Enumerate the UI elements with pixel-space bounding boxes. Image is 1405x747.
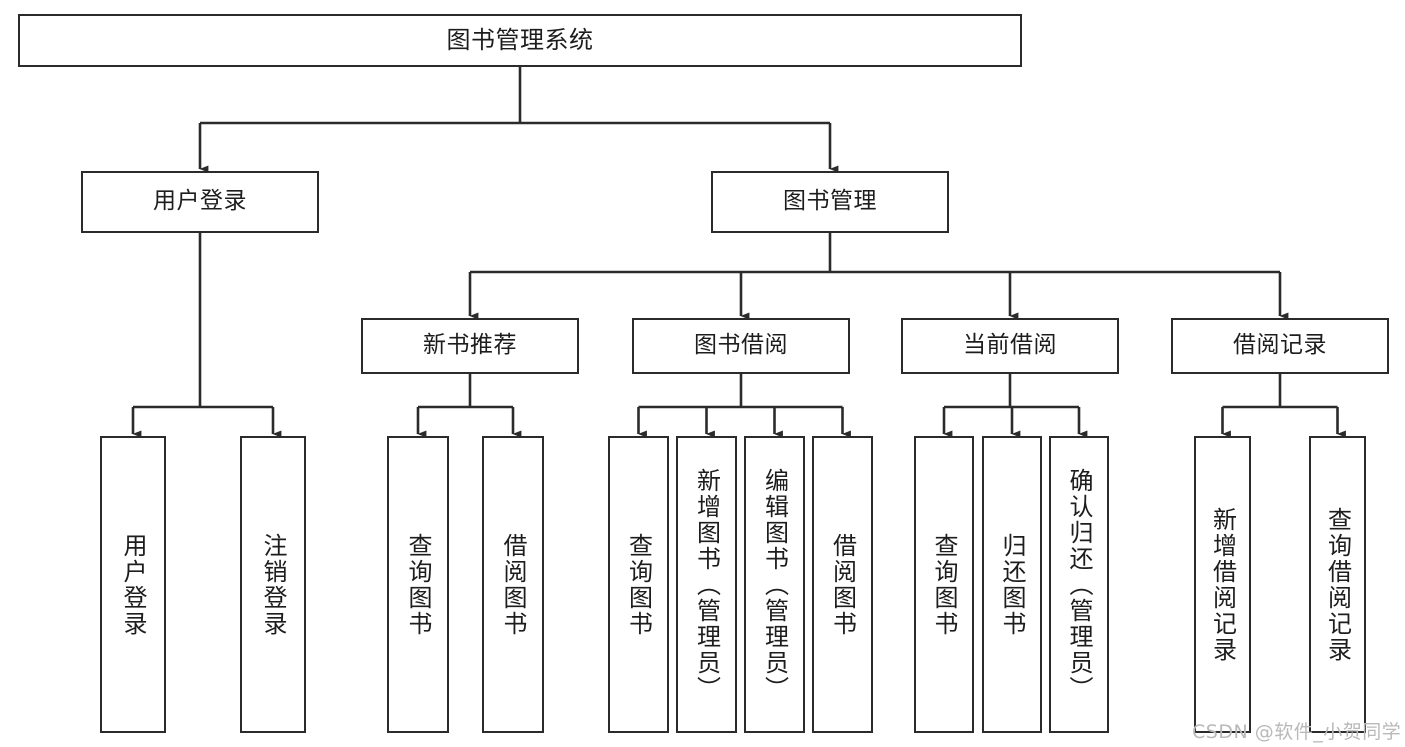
node-label: 确认归还（管理员） [1065, 467, 1093, 702]
node-book-manage[interactable]: 图书管理 [711, 171, 949, 233]
node-label: 查询图书 [404, 532, 432, 637]
node-label: 用户登录 [153, 188, 247, 215]
node-leaf-edit-book[interactable]: 编辑图书（管理员） [744, 436, 805, 733]
node-label: 注销登录 [259, 532, 287, 637]
node-label: 查询图书 [930, 532, 958, 637]
node-leaf-user-logout[interactable]: 注销登录 [240, 436, 306, 733]
node-borrow-record[interactable]: 借阅记录 [1171, 318, 1389, 374]
node-label: 当前借阅 [963, 332, 1057, 359]
node-label: 借阅图书 [828, 532, 857, 637]
node-leaf-return-book[interactable]: 归还图书 [982, 436, 1042, 733]
node-label: 编辑图书（管理员） [760, 467, 789, 702]
node-label: 图书管理系统 [446, 26, 594, 55]
node-leaf-query-book-current[interactable]: 查询图书 [914, 436, 974, 733]
node-label: 新增图书（管理员） [692, 467, 721, 702]
node-leaf-add-book[interactable]: 新增图书（管理员） [676, 436, 737, 733]
node-new-book-rec[interactable]: 新书推荐 [361, 318, 579, 374]
node-leaf-borrow-book[interactable]: 借阅图书 [812, 436, 873, 733]
node-label: 图书管理 [783, 188, 877, 215]
node-leaf-query-book-rec[interactable]: 查询图书 [387, 436, 449, 733]
node-leaf-query-record[interactable]: 查询借阅记录 [1309, 436, 1366, 733]
node-root[interactable]: 图书管理系统 [18, 14, 1022, 67]
node-label: 借阅记录 [1233, 332, 1327, 359]
node-label: 查询借阅记录 [1323, 506, 1352, 663]
node-label: 新增借阅记录 [1208, 506, 1237, 663]
node-label: 用户登录 [119, 532, 147, 637]
node-label: 新书推荐 [423, 332, 517, 359]
node-label: 借阅图书 [499, 532, 527, 637]
node-user-login[interactable]: 用户登录 [81, 171, 319, 233]
node-current-borrow[interactable]: 当前借阅 [901, 318, 1119, 374]
csdn-watermark: CSDN @软件_小贺同学 [1192, 721, 1402, 743]
node-leaf-borrow-book-rec[interactable]: 借阅图书 [482, 436, 544, 733]
node-book-borrow[interactable]: 图书借阅 [632, 318, 850, 374]
node-label: 图书借阅 [694, 332, 788, 359]
node-leaf-add-record[interactable]: 新增借阅记录 [1194, 436, 1251, 733]
node-label: 查询图书 [624, 532, 653, 637]
node-leaf-confirm-return[interactable]: 确认归还（管理员） [1049, 436, 1109, 733]
node-leaf-user-login[interactable]: 用户登录 [100, 436, 166, 733]
node-label: 归还图书 [998, 532, 1026, 637]
node-leaf-query-book-borrow[interactable]: 查询图书 [608, 436, 669, 733]
